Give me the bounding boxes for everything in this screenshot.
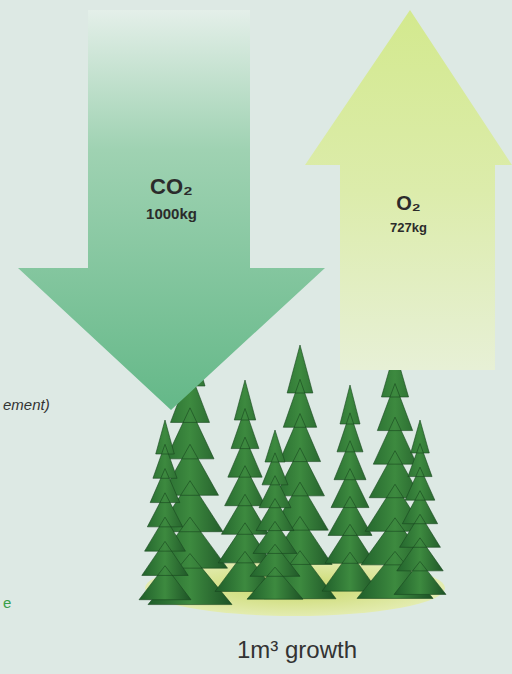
tree — [394, 420, 446, 594]
arrow-shape — [305, 10, 512, 370]
caption: 1m³ growth — [237, 636, 357, 664]
o2-arrow: O₂727kg — [305, 10, 512, 370]
edge-fragment: ement) — [3, 396, 50, 413]
mass-value: 1000kg — [18, 203, 325, 226]
mass-value: 727kg — [305, 218, 512, 238]
tree — [247, 430, 303, 599]
gas-formula: O₂ — [305, 188, 512, 218]
gas-formula: CO₂ — [18, 170, 325, 203]
co2-arrow: CO₂1000kg — [18, 10, 325, 410]
tree — [139, 420, 191, 600]
edge-fragment: e — [3, 594, 11, 611]
